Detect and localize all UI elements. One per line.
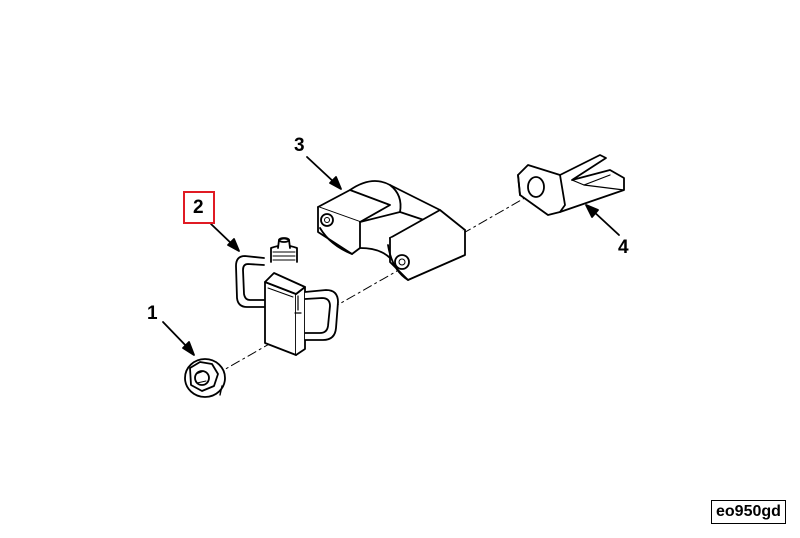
leader-arrow-3 <box>306 156 342 190</box>
selected-callout-highlight <box>183 191 215 224</box>
callout-2[interactable]: 2 <box>193 197 204 218</box>
leader-arrow-1 <box>162 321 195 356</box>
part-4-bracket[interactable] <box>517 154 625 216</box>
leader-arrow-4 <box>585 204 620 236</box>
part-2-nozzle-assembly[interactable] <box>235 237 339 356</box>
assembly-centerline <box>214 194 531 376</box>
part-1-flange-nut[interactable] <box>184 358 226 398</box>
callout-1[interactable]: 1 <box>147 303 158 324</box>
callout-3[interactable]: 3 <box>294 135 305 156</box>
leader-arrow-2 <box>210 223 240 252</box>
figure-id-label: eo950gd <box>711 500 786 524</box>
callout-4[interactable]: 4 <box>618 237 629 258</box>
part-3-clamp[interactable] <box>317 180 466 281</box>
